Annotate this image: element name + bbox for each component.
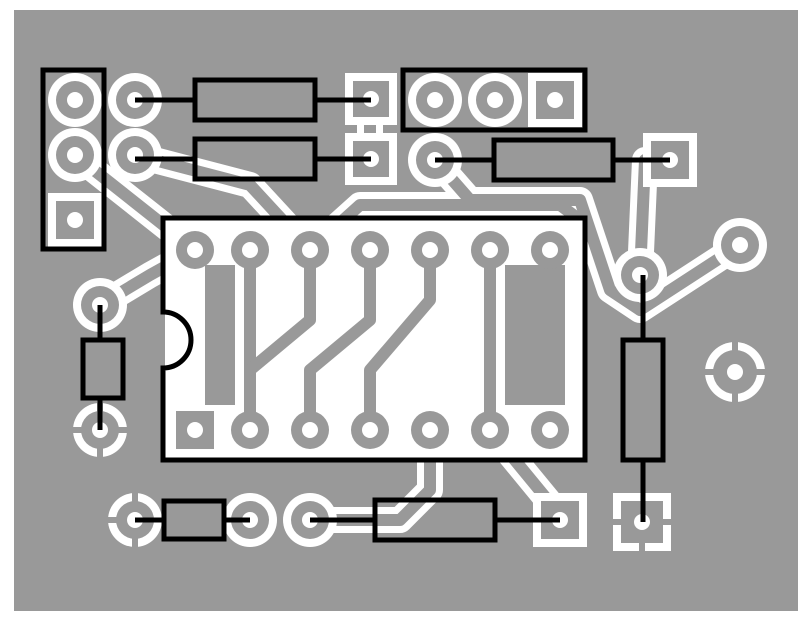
- hole-ic-7: [542, 422, 558, 438]
- hole-j2-1: [427, 92, 443, 108]
- hole-j1-3: [67, 212, 83, 228]
- silk-resistor-bodies: [80, 77, 666, 543]
- trace-11: [429, 154, 746, 316]
- r3-body: [491, 137, 616, 183]
- hole-ic-4: [362, 422, 378, 438]
- hole-ic-10: [422, 242, 438, 258]
- silk-j1-outline: [40, 67, 107, 252]
- r5-body: [161, 498, 227, 542]
- hole-ic-5: [422, 422, 438, 438]
- silk-resistor-leads: [97, 97, 670, 523]
- hole-ic-12: [302, 242, 318, 258]
- ic-copper-island-left: [205, 265, 235, 405]
- r7-body: [372, 497, 498, 543]
- hole-ic-1: [187, 422, 203, 438]
- silk-ic-outline: [160, 215, 588, 463]
- hole-ic-2: [242, 422, 258, 438]
- r1-body: [192, 77, 318, 123]
- r4-body: [80, 337, 126, 401]
- r2-body: [192, 136, 318, 182]
- hole-r6-a: [632, 267, 648, 283]
- ic-internal-traces: [244, 244, 496, 436]
- ic-trace-d: [364, 244, 436, 436]
- hole-j2-3: [547, 92, 563, 108]
- ic-trace-b: [244, 244, 316, 376]
- hole-j1-2: [67, 147, 83, 163]
- hole-ic-3: [302, 422, 318, 438]
- hole-tp1: [732, 237, 748, 253]
- r6-body: [620, 337, 666, 463]
- hole-j2-2: [487, 92, 503, 108]
- silkscreen-layer: [40, 67, 588, 463]
- hole-tp2: [727, 364, 743, 380]
- hole-ic-9: [482, 242, 498, 258]
- hole-ic-8: [542, 242, 558, 258]
- hole-ic-6: [482, 422, 498, 438]
- hole-j1-1: [67, 92, 83, 108]
- ic-copper-island-right: [505, 265, 565, 405]
- ic-trace-c: [304, 244, 376, 436]
- drill-holes: [67, 91, 748, 530]
- silk-j2-outline: [400, 67, 588, 133]
- hole-ic-14: [187, 242, 203, 258]
- hole-ic-11: [362, 242, 378, 258]
- thermal-spokes: [73, 342, 765, 553]
- hole-ic-13: [242, 242, 258, 258]
